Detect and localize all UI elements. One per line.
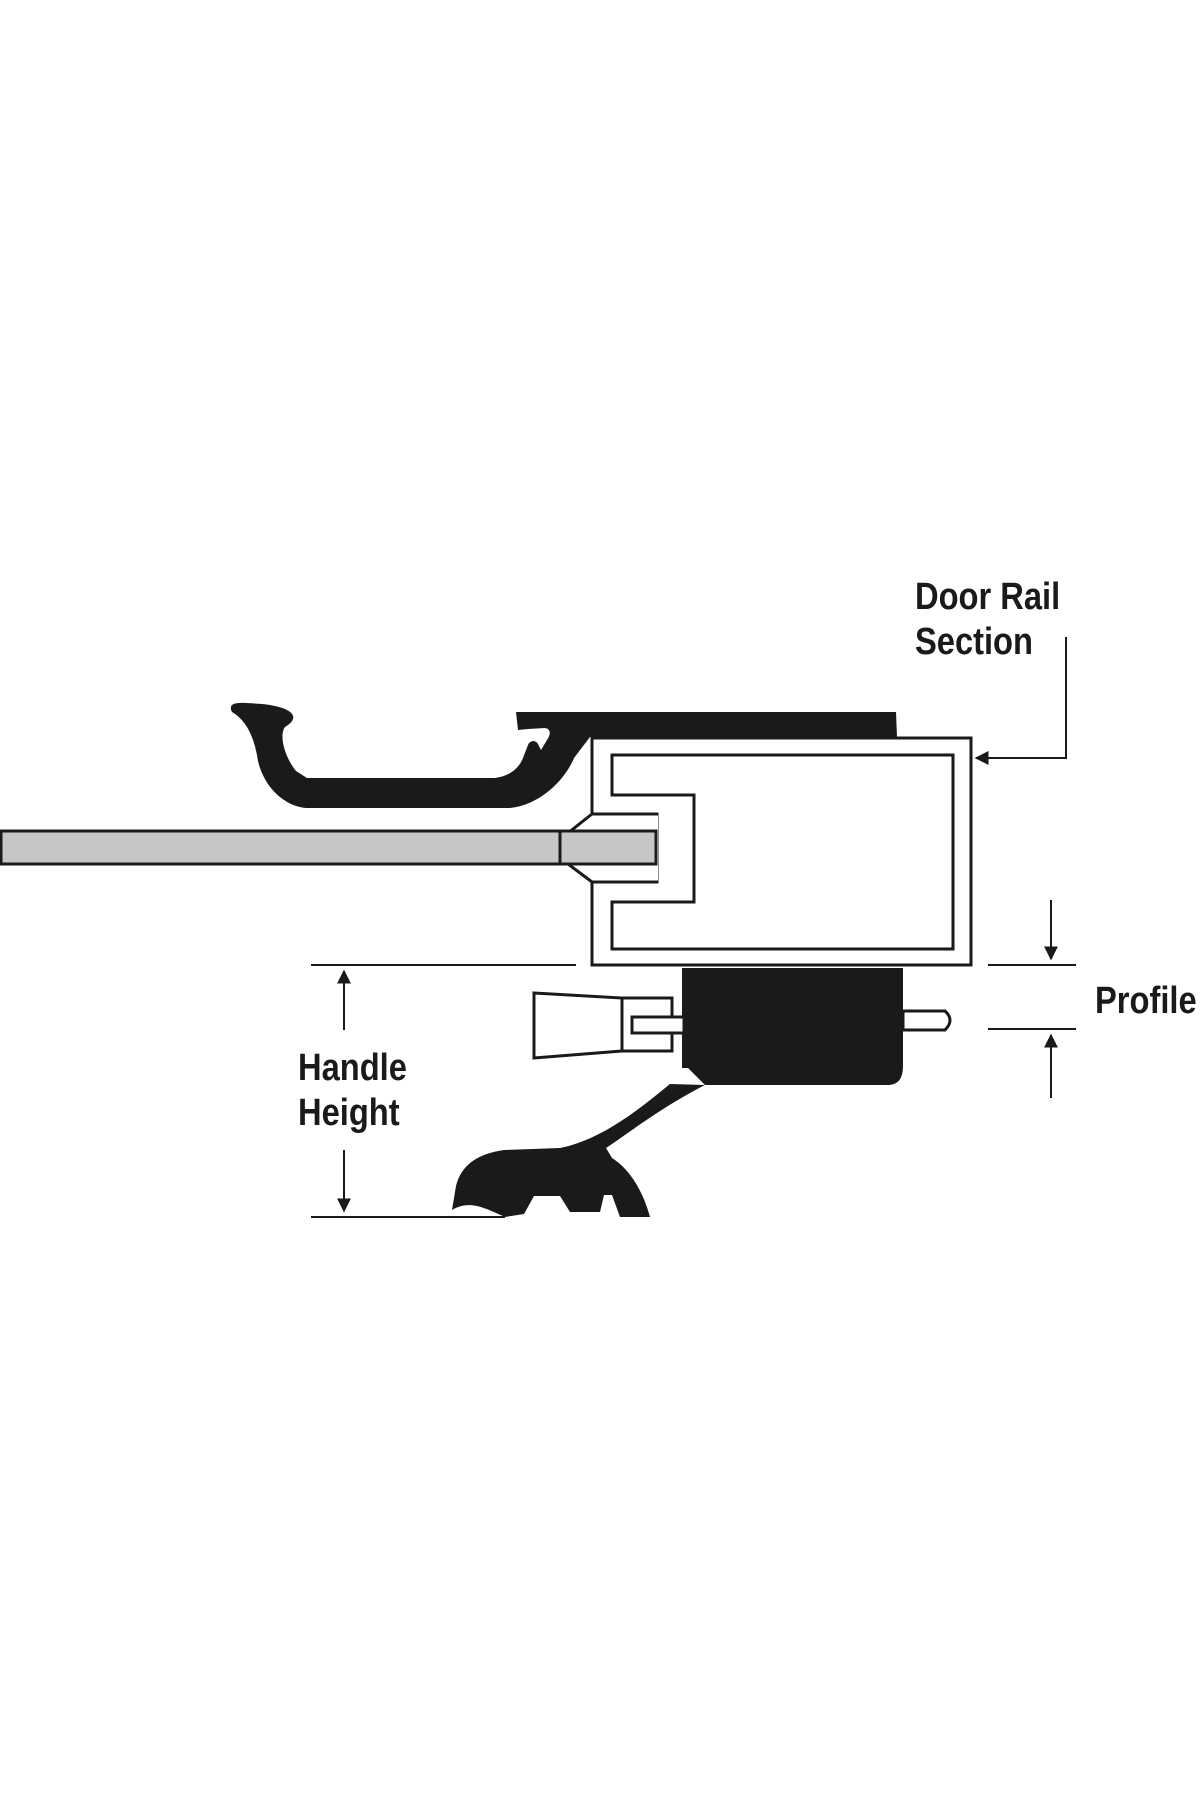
door-rail-label-line2: Section — [915, 620, 1033, 663]
rail-section-inner — [610, 753, 955, 951]
handle-height-label-line2: Height — [298, 1091, 400, 1134]
cylinder-insert — [532, 991, 624, 1060]
door-rail-leader — [974, 637, 1067, 765]
glass-edge — [558, 829, 658, 866]
handle-body — [682, 968, 903, 1085]
cylinder-pin-right — [901, 1009, 952, 1032]
door-rail-label-line1: Door Rail — [915, 575, 1060, 618]
handle-height-label-line1: Handle — [298, 1046, 407, 1089]
profile-label: Profile — [1095, 979, 1197, 1022]
handle-arm-foot — [452, 1084, 705, 1217]
cylinder-pin-left — [630, 1015, 686, 1035]
top-rail-profile — [230, 702, 897, 808]
